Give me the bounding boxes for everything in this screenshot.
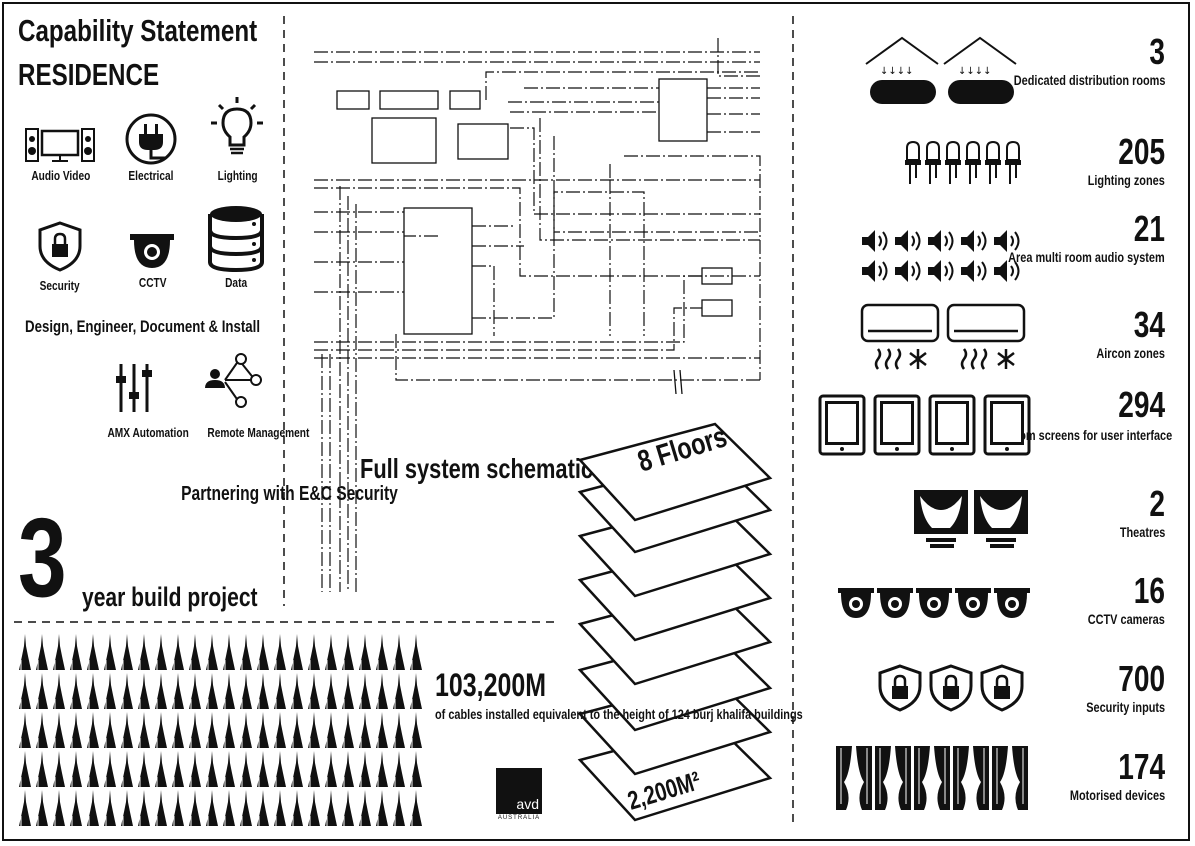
security-lock-icon [878, 664, 1024, 712]
avd-logo-sub: AUSTRALIA [497, 815, 541, 821]
distribution-room-icon: ↓↓↓↓ ↓↓↓↓ [865, 36, 1017, 104]
service-label-amx: AMX Automation [107, 425, 189, 440]
curtain-icon [836, 746, 1028, 810]
tablet-icon [818, 394, 1031, 456]
schematics-label: Full system schematics [360, 453, 606, 484]
service-label-cctv: CCTV [139, 275, 167, 290]
page-subtitle: RESIDENCE [18, 57, 160, 92]
build-years-number: 3 [18, 495, 67, 620]
burj-khalifa-towers-grid [19, 634, 422, 826]
theatre-icon [914, 490, 1028, 548]
page-title: Capability Statement [18, 13, 258, 48]
electrical-plug-icon [124, 112, 178, 166]
service-label-security: Security [39, 278, 81, 293]
avd-logo-mark: avd [516, 796, 539, 812]
design-engineer-text: Design, Engineer, Document & Install [25, 317, 261, 336]
speaker-icon [862, 230, 1020, 282]
data-database-icon [206, 204, 266, 272]
cables-text: of cables installed equivalent to the he… [435, 706, 803, 722]
service-label-electrical: Electrical [128, 168, 174, 183]
svg-text:↓↓↓↓: ↓↓↓↓ [880, 66, 914, 77]
floors-stack-diagram [577, 422, 773, 822]
security-shield-icon [36, 220, 84, 272]
audio-video-icon [22, 125, 98, 165]
svg-text:↓↓↓↓: ↓↓↓↓ [958, 66, 992, 77]
service-label-remote: Remote Management [207, 425, 310, 440]
system-schematic-diagram [314, 38, 761, 592]
service-label-data: Data [225, 275, 247, 290]
aircon-icon [860, 303, 1026, 370]
led-icon [905, 140, 1021, 184]
amx-automation-sliders-icon [114, 362, 154, 414]
cctv-icon [838, 588, 1030, 618]
build-years-text: year build project [82, 582, 258, 612]
service-label-audio-video: Audio Video [31, 168, 91, 183]
partner-text: Partnering with E&C Security [181, 483, 398, 505]
service-label-lighting: Lighting [217, 168, 258, 183]
cctv-dome-icon [128, 232, 176, 272]
remote-management-network-icon [203, 352, 263, 410]
avd-logo: avd [496, 768, 542, 814]
cables-value: 103,200M [435, 667, 547, 703]
lighting-bulb-icon [207, 95, 267, 161]
